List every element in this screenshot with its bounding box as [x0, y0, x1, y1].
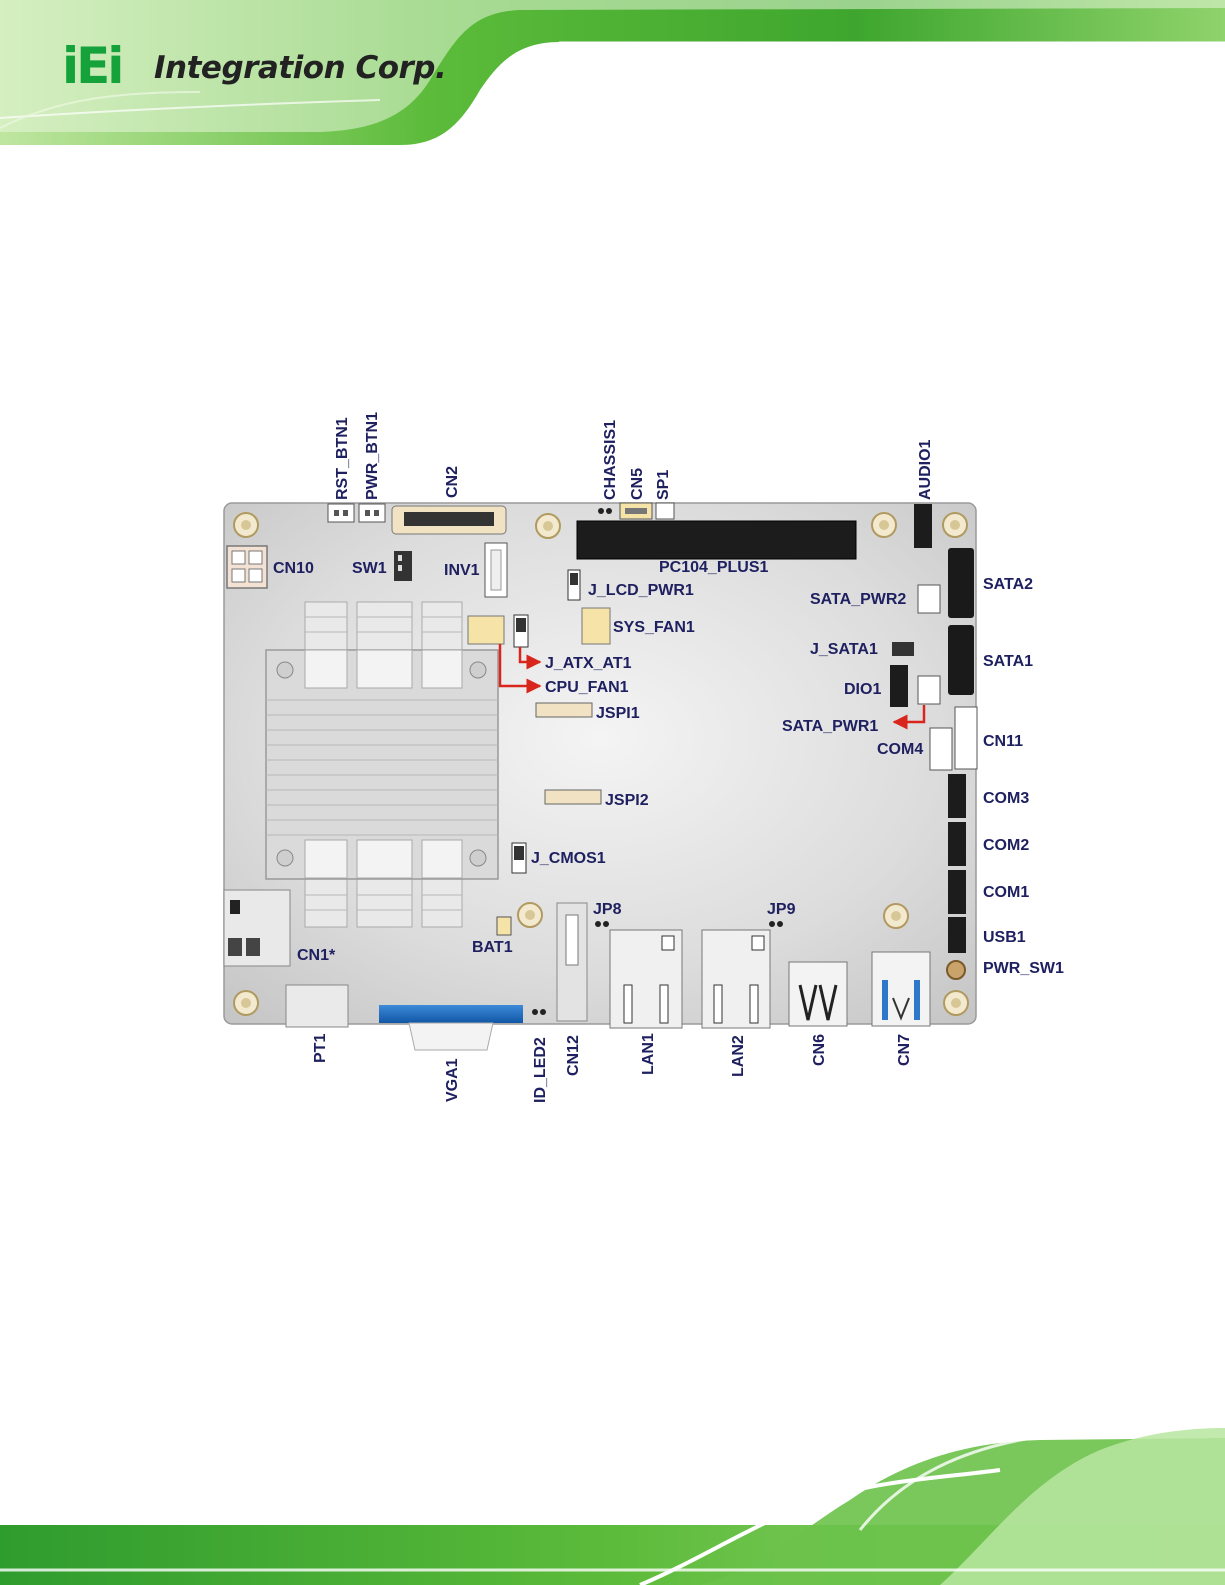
- label-chassis1: CHASSIS1: [602, 420, 619, 500]
- cn7-port: [872, 952, 930, 1026]
- vga1-connector: [379, 1005, 523, 1050]
- sp1-header: [656, 503, 674, 519]
- j-atx-at1-jumper: [514, 615, 528, 647]
- cn1-card-slot: [224, 890, 290, 966]
- label-pc104-plus1: PC104_PLUS1: [659, 559, 768, 576]
- sw1-switch: [394, 551, 412, 581]
- j-sata1-jumper: [892, 642, 914, 656]
- label-bat1: BAT1: [472, 939, 513, 956]
- com4-connector: [930, 728, 952, 770]
- label-sata-pwr2: SATA_PWR2: [810, 591, 906, 608]
- label-jspi1: JSPI1: [596, 705, 640, 722]
- label-jp9: JP9: [767, 901, 796, 918]
- audio1-header: [914, 504, 932, 548]
- com-headers: [948, 774, 966, 953]
- label-audio1: AUDIO1: [917, 439, 934, 500]
- label-cn11: CN11: [983, 733, 1023, 750]
- label-com2: COM2: [983, 837, 1029, 854]
- lan1-port: [610, 930, 682, 1028]
- cn5-header: [620, 503, 652, 519]
- board-layout-diagram: RST_BTN1 PWR_BTN1 CN2 CHASSIS1 CN5 SP1 A…: [0, 0, 1225, 1420]
- label-cn10: CN10: [273, 560, 314, 577]
- label-sata1: SATA1: [983, 653, 1033, 670]
- pt1-connector: [286, 985, 348, 1027]
- label-cn2: CN2: [444, 466, 461, 498]
- label-dio1: DIO1: [844, 681, 881, 698]
- pc104-plus1-connector: [577, 521, 856, 559]
- label-cpu-fan1: CPU_FAN1: [545, 679, 629, 696]
- jspi2-connector: [545, 790, 601, 804]
- j-lcd-pwr1-jumper: [568, 570, 580, 600]
- label-cn1: CN1*: [297, 947, 336, 964]
- lan2-port: [702, 930, 770, 1028]
- label-sata2: SATA2: [983, 576, 1033, 593]
- pwr-btn1-header: [359, 504, 385, 522]
- label-sys-fan1: SYS_FAN1: [613, 619, 695, 636]
- sata-pwr2-connector: [918, 585, 940, 613]
- cn2-lvds-connector: [392, 506, 506, 534]
- cn10-connector: [227, 546, 267, 588]
- label-lan1: LAN1: [640, 1033, 657, 1075]
- jspi1-connector: [536, 703, 592, 717]
- sata2-connector: [948, 548, 974, 618]
- label-cn6: CN6: [811, 1034, 828, 1066]
- label-usb1: USB1: [983, 929, 1026, 946]
- footer-banner: [0, 1420, 1225, 1585]
- dio1-header: [890, 665, 908, 707]
- rst-btn1-header: [328, 504, 354, 522]
- sata1-connector: [948, 625, 974, 695]
- label-com3: COM3: [983, 790, 1029, 807]
- label-j-atx-at1: J_ATX_AT1: [545, 655, 632, 672]
- label-com4: COM4: [877, 741, 923, 758]
- cn12-connector: [557, 903, 587, 1021]
- label-sw1: SW1: [352, 560, 387, 577]
- sys-fan1-connector: [582, 608, 610, 644]
- sata-pwr1-connector: [918, 676, 940, 704]
- j-cmos1-jumper: [512, 843, 526, 873]
- label-cn5: CN5: [629, 468, 646, 500]
- label-cn12: CN12: [565, 1035, 582, 1076]
- label-vga1: VGA1: [444, 1058, 461, 1102]
- label-cn7: CN7: [896, 1034, 913, 1066]
- inv1-connector: [485, 543, 507, 597]
- label-j-sata1: J_SATA1: [810, 641, 878, 658]
- bat1-connector: [497, 917, 511, 935]
- label-jspi2: JSPI2: [605, 792, 649, 809]
- cpu-fan1-connector: [468, 616, 504, 644]
- label-com1: COM1: [983, 884, 1029, 901]
- label-pwr-sw1: PWR_SW1: [983, 960, 1064, 977]
- label-j-lcd-pwr1: J_LCD_PWR1: [588, 582, 694, 599]
- pwr-sw1-button: [947, 961, 965, 979]
- label-id-led2: ID_LED2: [532, 1037, 549, 1103]
- cpu-heatsink: [266, 602, 498, 927]
- label-sp1: SP1: [655, 470, 672, 500]
- label-pt1: PT1: [312, 1034, 329, 1063]
- label-sata-pwr1: SATA_PWR1: [782, 718, 878, 735]
- label-jp8: JP8: [593, 901, 622, 918]
- label-pwr-btn1: PWR_BTN1: [364, 412, 381, 500]
- cn11-connector: [955, 707, 977, 769]
- label-lan2: LAN2: [730, 1035, 747, 1077]
- cn6-port: [789, 962, 847, 1026]
- label-rst-btn1: RST_BTN1: [334, 417, 351, 500]
- label-inv1: INV1: [444, 562, 480, 579]
- label-j-cmos1: J_CMOS1: [531, 850, 606, 867]
